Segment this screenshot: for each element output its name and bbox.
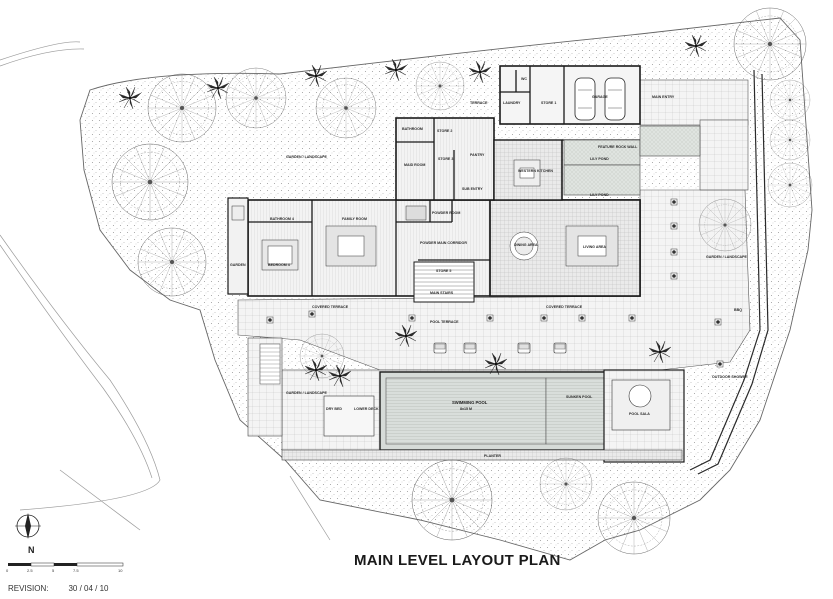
scale-tick-0: 0	[6, 568, 9, 573]
label-laundry: LAUNDRY	[503, 101, 521, 105]
label-sub-entry: SUB ENTRY	[462, 187, 483, 191]
label-powder-main-corridor: POWDER MAIN CORRIDOR	[420, 241, 467, 245]
label-maid-room: MAID ROOM	[404, 163, 425, 167]
label-store5: STORE 5	[436, 269, 451, 273]
label-store1: STORE 1	[541, 101, 556, 105]
scale-tick-3: 7.5	[73, 568, 79, 573]
label-feature-rock-wall: FEATURE ROCK WALL	[598, 145, 638, 149]
label-main-entry: MAIN ENTRY	[652, 95, 675, 99]
room-labels: GARDEN / LANDSCAPE TERRACE LAUNDRY STORE…	[230, 77, 748, 458]
boundary-walls	[689, 69, 769, 475]
label-pool-sala: POOL SALA	[629, 412, 650, 416]
north-arrow-icon	[15, 513, 41, 539]
label-main-stairs: MAIN STAIRS	[430, 291, 454, 295]
label-store3: STORE 3	[438, 157, 453, 161]
lily-pond-bottom	[563, 164, 641, 196]
label-store2: STORE 2	[437, 129, 452, 133]
label-lily-pond-top: LILY POND	[590, 157, 609, 161]
label-sunken-pool: SUNKEN POOL	[566, 395, 593, 399]
label-dry-bed: DRY BED	[326, 407, 342, 411]
label-powder-room: POWDER ROOM	[432, 211, 460, 215]
label-garden-landscape-sw: GARDEN / LANDSCAPE	[286, 391, 328, 395]
revision-block: REVISION: 30 / 04 / 10	[8, 584, 108, 593]
label-outdoor-shower: OUTDOOR SHOWER	[712, 375, 748, 379]
lily-pond-top	[563, 139, 641, 166]
scale-bar: 0 2.5 5 7.5 10	[6, 562, 124, 573]
label-lily-pond-bottom: LILY POND	[590, 193, 609, 197]
entry-drive	[699, 119, 749, 191]
label-garden-landscape-nw: GARDEN / LANDSCAPE	[286, 155, 328, 159]
label-swimming-pool: SWIMMING POOL	[452, 400, 488, 405]
revision-label: REVISION:	[8, 584, 49, 593]
site-road-lines	[0, 41, 331, 541]
revision-date: 30 / 04 / 10	[68, 584, 109, 593]
label-planter: PLANTER	[484, 454, 501, 458]
label-terrace: TERRACE	[470, 101, 488, 105]
main-stairs	[413, 261, 475, 303]
label-bathroom-top: BATHROOM	[402, 127, 423, 131]
feature-rock-wall	[639, 125, 701, 157]
label-covered-terrace-e: COVERED TERRACE	[546, 305, 583, 309]
pool-area	[247, 337, 685, 463]
label-living-area: LIVING AREA	[583, 245, 606, 249]
furniture	[231, 159, 619, 271]
main-entry-paving	[639, 79, 749, 126]
scale-tick-4: 10	[118, 568, 123, 573]
label-family-room: FAMILY ROOM	[342, 217, 367, 221]
scale-tick-2: 5	[52, 568, 55, 573]
label-dining-area: DINING AREA	[514, 243, 538, 247]
label-pool-terrace: POOL TERRACE	[430, 320, 459, 324]
garage-cars	[574, 77, 626, 121]
label-bedroom4: BEDROOM 4	[268, 263, 290, 267]
north-letter: N	[28, 545, 35, 555]
label-bbq: BBQ	[734, 308, 742, 312]
label-bathroom4: BATHROOM 4	[270, 217, 294, 221]
label-pool-size: 8x15 M	[460, 407, 472, 411]
label-garden-w: GARDEN	[230, 263, 246, 267]
label-covered-terrace-w: COVERED TERRACE	[312, 305, 349, 309]
label-garage: GARAGE	[592, 95, 608, 99]
scale-tick-1: 2.5	[27, 568, 33, 573]
label-wc: WC	[521, 77, 527, 81]
label-lower-deck: LOWER DECK	[354, 407, 379, 411]
label-western-kitchen: WESTERN KITCHEN	[518, 169, 553, 173]
label-garden-landscape-e: GARDEN / LANDSCAPE	[706, 255, 748, 259]
label-pantry: PANTRY	[470, 153, 485, 157]
plan-title: MAIN LEVEL LAYOUT PLAN	[354, 552, 561, 569]
